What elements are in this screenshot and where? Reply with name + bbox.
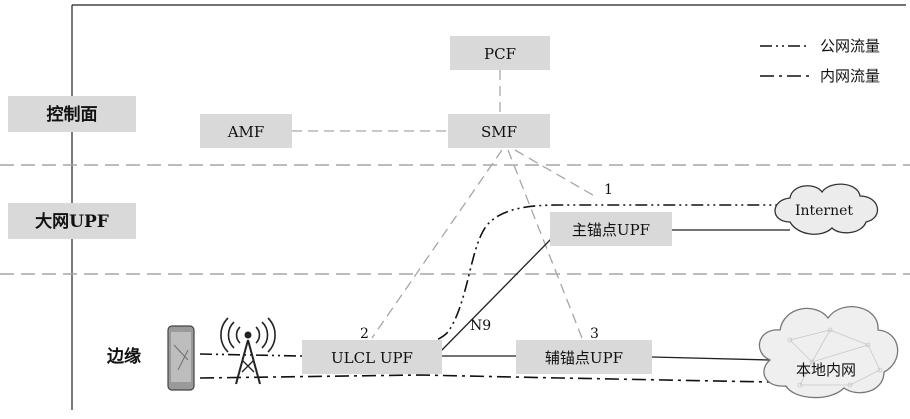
node-main-anchor-upf-box xyxy=(550,212,672,246)
base-station-antenna-icon xyxy=(220,317,276,385)
label-marker-2: 2 xyxy=(360,326,369,342)
node-aux-anchor-upf-box xyxy=(516,340,652,374)
label-n9: N9 xyxy=(470,318,491,334)
node-amf-label: AMF xyxy=(227,123,265,141)
node-local-network-label: 本地内网 xyxy=(796,361,856,379)
zone-control-plane-label: 控制面 xyxy=(47,104,98,125)
node-pcf-box xyxy=(450,36,550,70)
node-ulcl-upf-box xyxy=(302,340,442,374)
node-pcf-label: PCF xyxy=(484,45,516,63)
mobile-phone-icon xyxy=(167,325,195,391)
internet-cloud-icon xyxy=(774,183,878,235)
local-network-cloud-icon xyxy=(758,306,899,399)
node-internet-label: Internet xyxy=(795,203,853,219)
zone-core-upf-label: 大网UPF xyxy=(35,211,109,232)
path-public-traffic xyxy=(199,204,780,357)
node-ulcl-upf-label: ULCL UPF xyxy=(331,349,413,367)
legend-private-traffic-label: 内网流量 xyxy=(820,67,880,85)
legend-public-traffic-label: 公网流量 xyxy=(820,37,880,55)
link-ulcl-main-anchor-n9 xyxy=(439,237,553,353)
node-aux-anchor-upf-label: 辅锚点UPF xyxy=(545,349,623,367)
node-amf-box xyxy=(200,114,292,148)
zone-core-upf-box xyxy=(8,203,136,239)
node-smf-box xyxy=(448,114,550,148)
path-private-traffic xyxy=(199,374,771,383)
node-main-anchor-upf-label: 主锚点UPF xyxy=(572,221,650,239)
zone-control-plane-box xyxy=(8,96,136,132)
link-smf-aux-anchor xyxy=(507,149,583,339)
link-aux-anchor-local-network xyxy=(651,356,771,361)
label-marker-1: 1 xyxy=(604,182,613,198)
link-smf-main-anchor xyxy=(514,149,599,199)
node-smf-label: SMF xyxy=(481,123,517,141)
zone-edge-label: 边缘 xyxy=(106,346,141,367)
link-smf-ulcl xyxy=(371,149,503,339)
label-marker-3: 3 xyxy=(590,326,599,342)
